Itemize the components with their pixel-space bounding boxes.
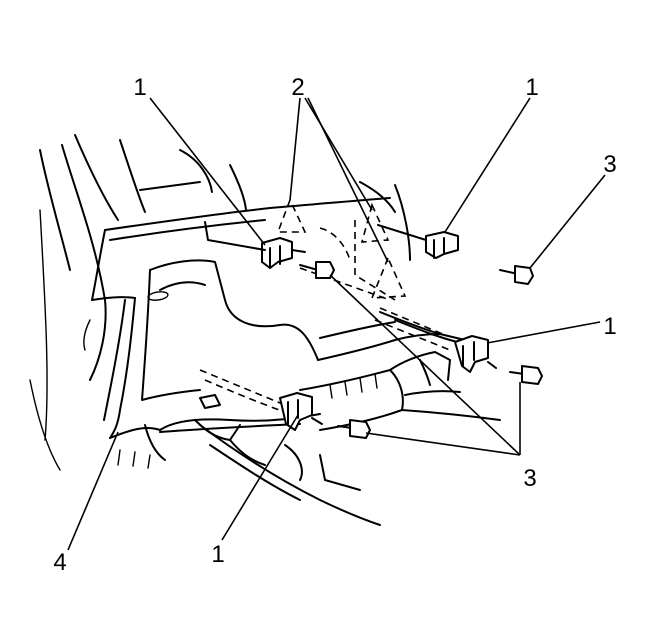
bolt-lower — [337, 419, 371, 439]
bolt-right — [509, 365, 543, 385]
callout-2: 2 — [291, 74, 304, 101]
callout-1-right: 1 — [603, 313, 616, 340]
bolt-upper-right — [499, 265, 534, 285]
callout-1-top-left: 1 — [133, 74, 146, 101]
callout-labels: 1 2 1 3 1 3 1 4 — [53, 74, 616, 576]
bracket-upper-left — [204, 221, 306, 269]
leader-lines — [67, 97, 606, 551]
bracket-upper-right — [377, 224, 459, 259]
vehicle-body-outline — [29, 134, 501, 526]
bolt-upper-left — [299, 261, 335, 279]
callout-3-bottom: 3 — [523, 465, 536, 492]
callout-1-bottom: 1 — [211, 541, 224, 568]
hidden-lines — [199, 197, 451, 413]
callout-3-top: 3 — [603, 151, 616, 178]
callout-1-top-right: 1 — [525, 74, 538, 101]
bracket-lower — [279, 392, 323, 431]
callout-4: 4 — [53, 549, 66, 576]
bracket-right — [454, 335, 497, 373]
